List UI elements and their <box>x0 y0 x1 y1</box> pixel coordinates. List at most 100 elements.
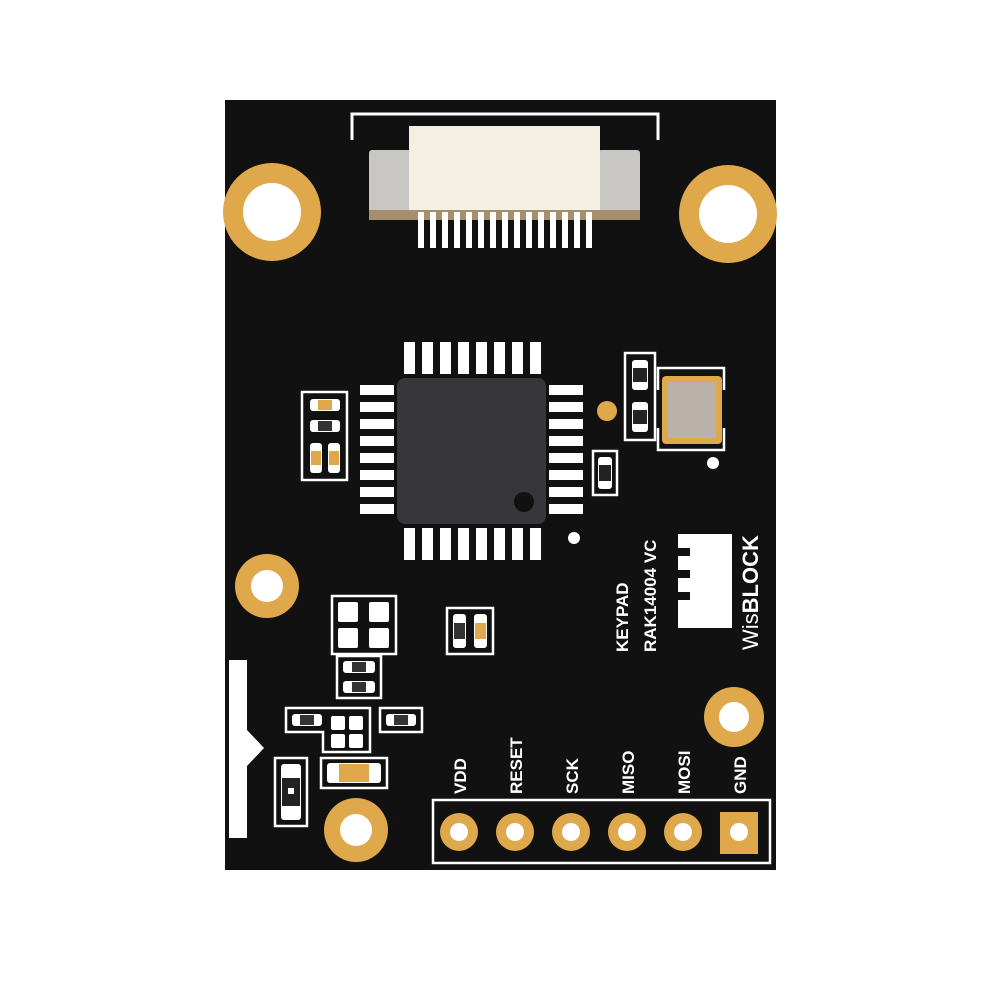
brand-logo: WisBLOCK <box>738 535 763 650</box>
chip-pad-bottom <box>422 528 433 560</box>
connector-side-left <box>369 150 411 220</box>
chip-pad-left <box>360 487 394 497</box>
header-pin-gnd <box>720 812 758 854</box>
pad-drill <box>562 823 580 841</box>
chip-pad-bottom <box>458 528 469 560</box>
connector-pin <box>586 212 592 248</box>
chip-pad-bottom <box>530 528 541 560</box>
resistor-array-left <box>300 390 349 482</box>
chip-pad-bottom <box>440 528 451 560</box>
transistor-pad-group <box>330 594 398 656</box>
header-pin-vdd <box>440 813 478 851</box>
mounting-hole-icon <box>679 165 777 263</box>
connector-pin <box>526 212 532 248</box>
mounting-hole-right-drill <box>719 702 749 732</box>
pin-label-mosi: MOSI <box>675 751 694 794</box>
silk-dot <box>707 457 719 469</box>
chip-pad-top <box>422 342 433 374</box>
connector-pin <box>430 212 436 248</box>
chip-pad-right <box>549 385 583 395</box>
mounting-hole-bottom-left-drill <box>340 814 372 846</box>
mounting-hole-top-right-drill <box>699 185 757 243</box>
chip-pads <box>360 342 583 560</box>
mounting-hole-mid-left-drill <box>251 570 283 602</box>
chip-pad-top <box>458 342 469 374</box>
silk-dot <box>568 532 580 544</box>
ffc-connector-icon <box>369 126 640 248</box>
chip-pad-left <box>360 419 394 429</box>
connector-pin <box>538 212 544 248</box>
pin-label-vdd: VDD <box>451 758 470 794</box>
resistor-pair-mid <box>335 654 383 700</box>
edge-silk-marker <box>229 660 264 838</box>
capacitor-small <box>591 449 619 497</box>
chip-pad-right <box>549 436 583 446</box>
mounting-hole-icon <box>704 687 764 747</box>
capacitor-pair-center <box>445 606 495 656</box>
chip-pad-top <box>530 342 541 374</box>
pin-header-outline <box>431 798 772 865</box>
brand-prefix: Wis <box>738 613 763 650</box>
board-name-label: KEYPAD <box>613 582 632 652</box>
chip-pad-left <box>360 470 394 480</box>
header-pin-miso <box>608 813 646 851</box>
connector-pin <box>466 212 472 248</box>
chip-pad-right <box>549 470 583 480</box>
connector-pin <box>418 212 424 248</box>
chip-pad-right <box>549 504 583 514</box>
diode-component <box>273 756 309 828</box>
chip-pad-top <box>404 342 415 374</box>
led-component <box>319 756 389 790</box>
chip-pad-top <box>494 342 505 374</box>
chip-pad-top <box>476 342 487 374</box>
chip-pad-top <box>512 342 523 374</box>
header-pin-mosi <box>664 813 702 851</box>
chip-pad-left <box>360 402 394 412</box>
chip-pad-left <box>360 436 394 446</box>
pin-label-miso: MISO <box>619 751 638 794</box>
header-pin-reset <box>496 813 534 851</box>
connector-pin <box>478 212 484 248</box>
connector-pin <box>442 212 448 248</box>
connector-pin <box>490 212 496 248</box>
pin-header <box>440 812 758 854</box>
chip-pad-right <box>549 419 583 429</box>
pad-drill <box>674 823 692 841</box>
pad-drill <box>618 823 636 841</box>
connector-body <box>409 126 600 210</box>
qfn-chip-icon <box>360 342 583 560</box>
chip-pad-left <box>360 504 394 514</box>
pad-drill <box>730 823 748 841</box>
connector-pin <box>514 212 520 248</box>
crystal-oscillator-icon <box>656 366 726 452</box>
chip-pin1-marker <box>514 492 534 512</box>
ic-small-cluster <box>284 706 424 754</box>
connector-pin <box>550 212 556 248</box>
chip-pad-right <box>549 402 583 412</box>
chip-pad-bottom <box>512 528 523 560</box>
mounting-hole-icon <box>235 554 299 618</box>
chip-body <box>397 378 546 524</box>
chip-pad-bottom <box>476 528 487 560</box>
gold-test-point <box>597 401 617 421</box>
mounting-hole-icon <box>324 798 388 862</box>
pin-label-reset: RESET <box>507 737 526 794</box>
header-pin-sck <box>552 813 590 851</box>
brand-main: BLOCK <box>738 535 763 613</box>
connector-silk-outline <box>350 112 660 140</box>
connector-pin <box>454 212 460 248</box>
pad-drill <box>506 823 524 841</box>
chip-pad-left <box>360 453 394 463</box>
connector-pin <box>502 212 508 248</box>
chip-pad-right <box>549 453 583 463</box>
chip-pad-bottom <box>494 528 505 560</box>
capacitor-pair-right <box>623 351 657 442</box>
wisblock-connector-footprint <box>678 534 732 628</box>
mounting-hole-icon <box>223 163 321 261</box>
chip-pad-right <box>549 487 583 497</box>
connector-pins <box>418 212 592 248</box>
chip-pad-left <box>360 385 394 395</box>
